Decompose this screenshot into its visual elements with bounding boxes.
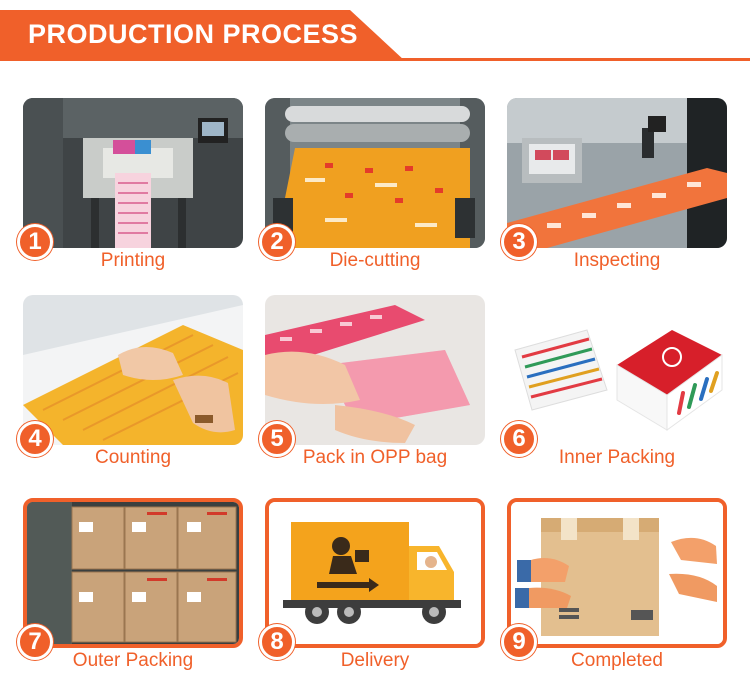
- delivery-truck-illustration: [269, 502, 481, 644]
- delivery-truck-icon: [265, 498, 485, 648]
- printing-machine-photo: [23, 98, 243, 248]
- step-number-badge: 2: [259, 224, 295, 260]
- step-number-badge: 4: [17, 421, 53, 457]
- step-number-badge: 8: [259, 624, 295, 660]
- cartons-warehouse-photo: [23, 498, 243, 648]
- step-number-badge: 7: [17, 624, 53, 660]
- opp-bag-illustration: [265, 295, 485, 445]
- die-cutting-illustration: [265, 98, 485, 248]
- step-label: Inner Packing: [558, 447, 676, 468]
- step-label: Delivery: [340, 650, 410, 671]
- step-label: Pack in OPP bag: [302, 447, 448, 468]
- step-number-badge: 3: [501, 224, 537, 260]
- inner-packing-illustration: [507, 295, 727, 445]
- inspecting-illustration: [507, 98, 727, 248]
- handover-box-icon: [507, 498, 727, 648]
- banner-shape: [0, 10, 405, 61]
- die-cutting-machine-photo: [265, 98, 485, 248]
- printing-machine-illustration: [23, 98, 243, 248]
- step-number-badge: 5: [259, 421, 295, 457]
- outer-packing-illustration: [27, 502, 239, 644]
- opp-bag-photo: [265, 295, 485, 445]
- step-number-badge: 6: [501, 421, 537, 457]
- step-label: Completed: [571, 650, 663, 671]
- inspecting-machine-photo: [507, 98, 727, 248]
- step-label: Counting: [94, 447, 172, 468]
- step-number-badge: 1: [17, 224, 53, 260]
- counting-illustration: [23, 295, 243, 445]
- step-label: Inspecting: [573, 250, 661, 271]
- gift-box-photo: [507, 295, 727, 445]
- page-title: PRODUCTION PROCESS: [28, 19, 359, 49]
- step-label: Printing: [100, 250, 166, 271]
- step-label: Outer Packing: [72, 650, 194, 671]
- step-label: Die-cutting: [329, 250, 421, 271]
- counting-hands-photo: [23, 295, 243, 445]
- header-banner: PRODUCTION PROCESS: [0, 0, 750, 68]
- step-number-badge: 9: [501, 624, 537, 660]
- completed-illustration: [511, 502, 723, 644]
